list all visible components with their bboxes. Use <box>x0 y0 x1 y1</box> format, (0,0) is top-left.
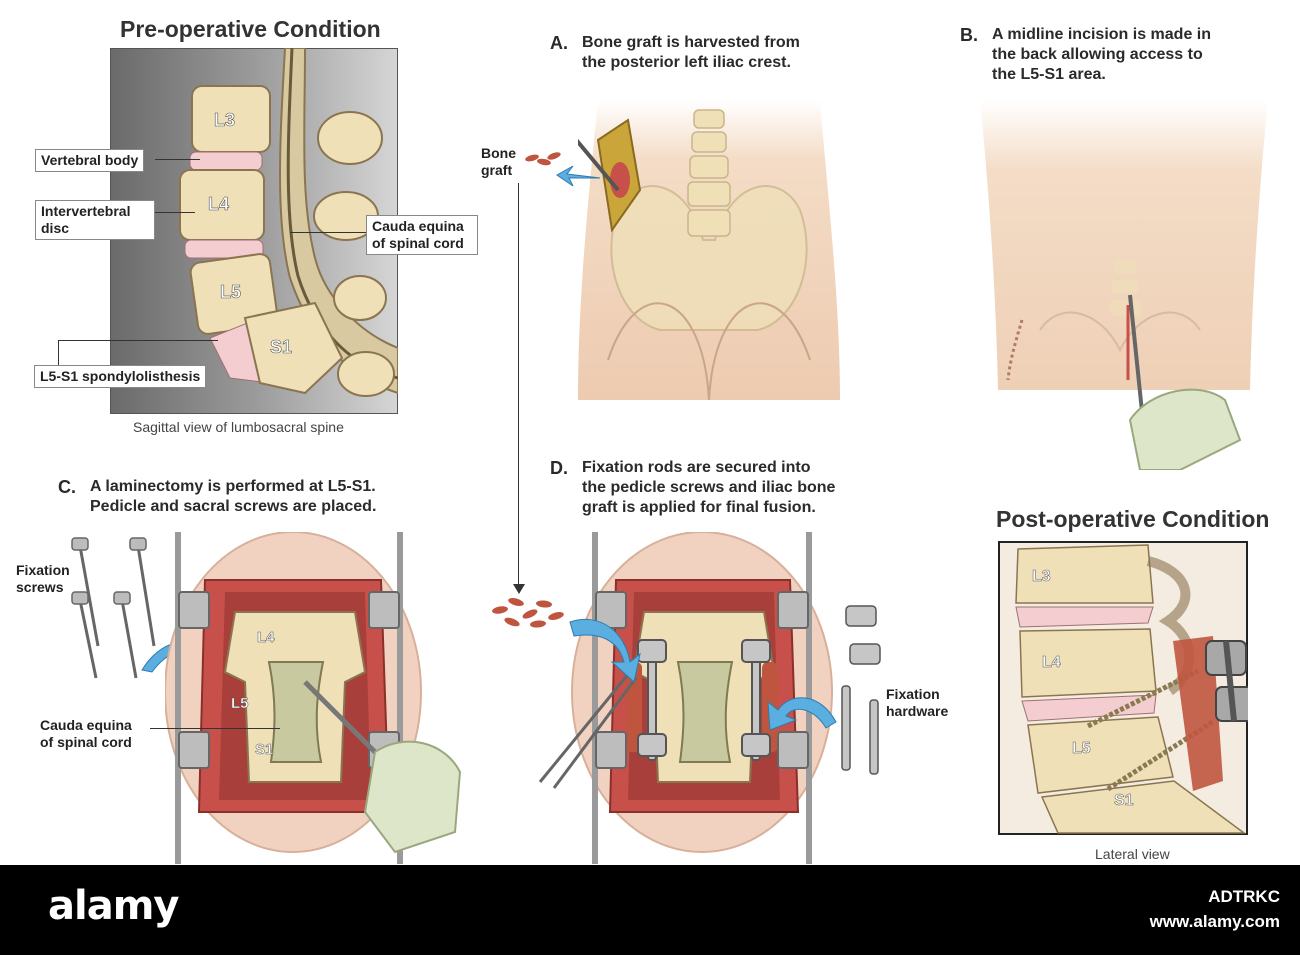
bone-graft-chips-icon <box>524 150 564 170</box>
footer-bar: alamy ADTRKC www.alamy.com <box>0 865 1300 955</box>
step-c-vertebra-l4: L4 <box>257 629 275 646</box>
label-cauda-equina: Cauda equina of spinal cord <box>366 215 478 255</box>
postop-title: Post-operative Condition <box>996 506 1270 532</box>
step-a-description: Bone graft is harvested from the posteri… <box>582 34 800 71</box>
preop-vertebra-l5: L5 <box>220 282 241 302</box>
step-b-back-svg <box>980 100 1268 470</box>
preop-vertebra-s1: S1 <box>270 337 292 357</box>
step-c-illustration: L4 L5 S1 <box>165 532 465 864</box>
label-c-cauda-equina: Cauda equina of spinal cord <box>40 717 132 750</box>
step-d-illustration <box>530 532 840 864</box>
step-c-letter: C. <box>58 477 76 497</box>
label-intervertebral-disc: Intervertebral disc <box>35 200 155 240</box>
step-a-arrow-icon <box>555 160 605 190</box>
preop-title: Pre-operative Condition <box>120 16 381 42</box>
step-a-back-svg <box>578 100 840 400</box>
preop-sagittal-svg: L3 L4 L5 S1 <box>110 48 398 414</box>
leader-cauda-equina <box>290 232 366 233</box>
preop-sagittal-illustration: L3 L4 L5 S1 <box>110 48 398 414</box>
step-c-vertebra-s1: S1 <box>255 741 273 758</box>
postop-lateral-illustration: L3 L4 L5 S1 <box>998 541 1248 835</box>
step-a-text-block: A. Bone graft is harvested from the post… <box>550 33 870 73</box>
label-fixation-screws: Fixation screws <box>16 562 70 595</box>
footer-image-id: ADTRKC <box>1208 887 1280 906</box>
leader-vertebral-body <box>155 159 200 160</box>
leader-spondy-horizontal <box>58 340 218 341</box>
step-b-text-block: B. A midline incision is made in the bac… <box>960 25 1280 85</box>
screw-1 <box>78 545 100 647</box>
step-a-letter: A. <box>550 33 568 53</box>
step-d-bone-graft-pile-icon <box>490 592 570 632</box>
step-c-vertebra-l5: L5 <box>231 695 249 712</box>
postop-vertebra-l3: L3 <box>1032 568 1051 585</box>
footer-logo[interactable]: alamy <box>48 883 179 929</box>
step-b-letter: B. <box>960 25 978 45</box>
step-a-illustration <box>578 100 840 400</box>
fixation-screws-group <box>68 536 168 686</box>
bone-graft-transfer-line <box>518 183 519 588</box>
label-vertebral-body: Vertebral body <box>35 149 145 172</box>
postop-lateral-svg: L3 L4 L5 S1 <box>998 541 1248 835</box>
screw-2 <box>136 545 156 647</box>
postop-vertebra-l5: L5 <box>1072 740 1091 757</box>
step-d-letter: D. <box>550 458 568 478</box>
transfer-arrowhead-icon <box>513 584 525 594</box>
leader-spondy-vertical <box>58 340 59 374</box>
step-c-text-block: C. A laminectomy is performed at L5-S1. … <box>58 477 448 517</box>
label-bone-graft: Bone graft <box>481 145 516 178</box>
leader-intervertebral-disc <box>155 212 195 213</box>
step-b-description: A midline incision is made in the back a… <box>992 26 1212 83</box>
step-d-description: Fixation rods are secured into the pedic… <box>582 459 836 516</box>
step-d-surgical-field-svg <box>538 532 837 864</box>
postop-caption: Lateral view <box>1095 846 1170 862</box>
footer-url[interactable]: www.alamy.com <box>1149 912 1280 931</box>
preop-vertebra-l3: L3 <box>214 110 235 130</box>
leader-c-cauda-equina <box>150 728 280 729</box>
label-spondylolisthesis: L5-S1 spondylolisthesis <box>34 365 207 388</box>
step-c-description: A laminectomy is performed at L5-S1. Ped… <box>90 478 377 515</box>
step-d-text-block: D. Fixation rods are secured into the pe… <box>550 458 890 518</box>
fixation-hardware-group <box>840 600 885 775</box>
preop-caption: Sagittal view of lumbosacral spine <box>133 419 344 435</box>
step-c-surgical-field-svg: L4 L5 S1 <box>165 532 462 864</box>
label-fixation-hardware: Fixation hardware <box>886 686 949 719</box>
preop-vertebra-l4: L4 <box>208 194 229 214</box>
postop-vertebra-l4: L4 <box>1042 654 1061 671</box>
step-b-illustration <box>980 100 1268 470</box>
postop-vertebra-s1: S1 <box>1114 792 1134 809</box>
